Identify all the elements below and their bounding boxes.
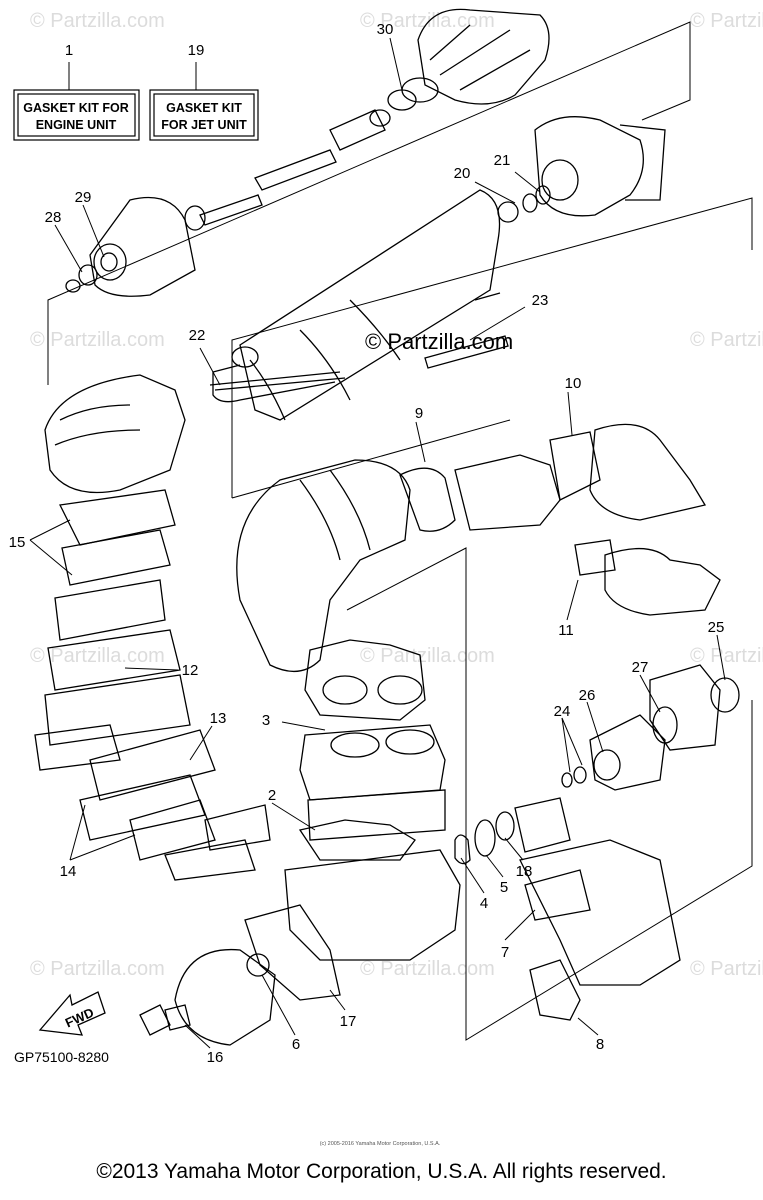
watermark: © Partzilla.com <box>690 645 763 667</box>
watermark: © Partzilla.com <box>360 958 495 980</box>
callout-label: 25 <box>708 619 725 636</box>
fwd-arrow: FWD <box>38 991 106 1036</box>
watermark: © Partzilla.com <box>690 958 763 980</box>
watermark: © Partzilla.com <box>690 329 763 351</box>
jet-pump-parts <box>65 8 666 421</box>
copyright-footer: ©2013 Yamaha Motor Corporation, U.S.A. A… <box>96 1160 667 1183</box>
callout-label: 23 <box>532 292 549 309</box>
watermark-center: © Partzilla.com <box>365 329 513 354</box>
callout-label: 28 <box>45 209 62 226</box>
engine-parts <box>34 374 740 1046</box>
callout-label: 22 <box>189 327 206 344</box>
watermark: © Partzilla.com <box>30 958 165 980</box>
callout-numbers: 30 21 20 29 28 23 22 10 9 15 11 25 12 27… <box>9 21 725 1066</box>
callout-label: 17 <box>340 1013 357 1030</box>
callout-label: 13 <box>210 710 227 727</box>
diagram-code: GP75100-8280 <box>14 1049 109 1065</box>
callout-label: 26 <box>579 687 596 704</box>
callout-label: 12 <box>182 662 199 679</box>
kit-box-line: GASKET KIT FOR <box>23 101 129 115</box>
callout-label: 16 <box>207 1049 224 1066</box>
callout-label: 30 <box>377 21 394 38</box>
leader-lines <box>29 37 726 1049</box>
watermark: © Partzilla.com <box>360 645 495 667</box>
callout-label: 3 <box>262 712 270 729</box>
callout-label: 14 <box>60 863 77 880</box>
watermark: © Partzilla.com <box>30 10 165 32</box>
kit-box-jet: 19 GASKET KIT FOR JET UNIT <box>149 42 259 141</box>
group-boundaries <box>47 21 753 1041</box>
watermark: © Partzilla.com <box>30 329 165 351</box>
fine-print: (c) 2005-2016 Yamaha Motor Corporation, … <box>320 1141 441 1147</box>
callout-label: 1 <box>65 42 73 59</box>
callout-label: 27 <box>632 659 649 676</box>
kit-box-line: GASKET KIT <box>166 101 242 115</box>
callout-label: 2 <box>268 787 276 804</box>
callout-label: 24 <box>554 703 571 720</box>
callout-label: 7 <box>501 944 509 961</box>
fwd-label: FWD <box>63 1005 96 1031</box>
callout-label: 4 <box>480 895 488 912</box>
watermark: © Partzilla.com <box>360 10 495 32</box>
watermark: © Partzilla.com <box>690 10 763 32</box>
callout-label: 5 <box>500 879 508 896</box>
callout-label: 15 <box>9 534 26 551</box>
callout-label: 6 <box>292 1036 300 1053</box>
callout-label: 10 <box>565 375 582 392</box>
callout-label: 20 <box>454 165 471 182</box>
kit-box-line: ENGINE UNIT <box>36 118 117 132</box>
callout-label: 29 <box>75 189 92 206</box>
callout-label: 21 <box>494 152 511 169</box>
callout-label: 11 <box>558 622 574 639</box>
watermark: © Partzilla.com <box>30 645 165 667</box>
kit-box-line: FOR JET UNIT <box>161 118 247 132</box>
watermark-layer: © Partzilla.com © Partzilla.com © Partzi… <box>30 10 763 980</box>
callout-label: 8 <box>596 1036 604 1053</box>
kit-box-engine: 1 GASKET KIT FOR ENGINE UNIT <box>13 42 140 141</box>
callout-label: 18 <box>516 863 533 880</box>
callout-label: 19 <box>188 42 205 59</box>
callout-label: 9 <box>415 405 423 422</box>
